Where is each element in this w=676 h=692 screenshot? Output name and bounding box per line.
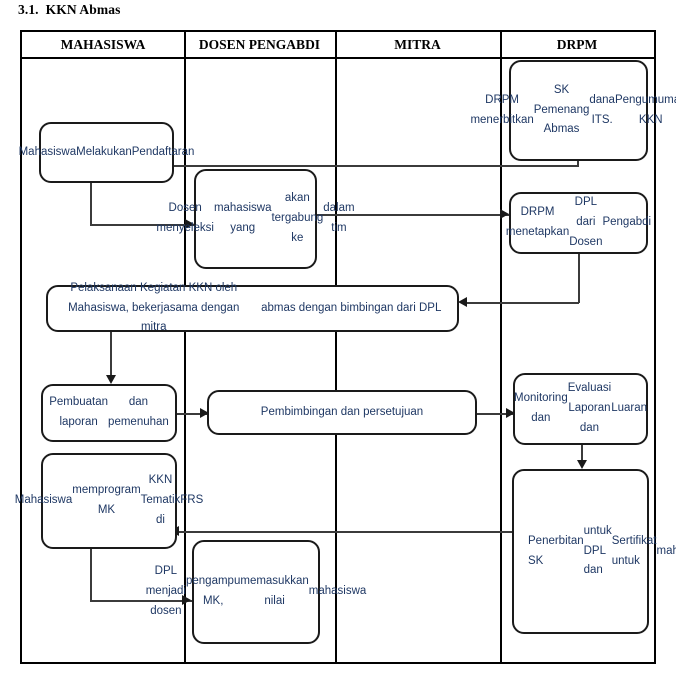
- arrowhead-into-dosen-seleksi: [185, 219, 194, 229]
- node-drpm-menerbitkan-sk-line-1: DRPM menerbitkan: [470, 93, 534, 126]
- node-penerbitan-line-2: untuk DPL dan: [583, 524, 612, 577]
- node-dpl-pengampu-nilai[interactable]: DPL menjadi dosen pengampu MK, memasukka…: [146, 540, 366, 644]
- connector-penerbitan-to-frs: [177, 531, 532, 533]
- connector-drpm-dpl-to-pelaksanaan: [466, 302, 579, 304]
- column-header-mahasiswa: MAHASISWA: [60, 36, 146, 52]
- node-dpl-nilai-line-3: memasukkan nilai: [240, 575, 309, 607]
- connector-drpm-dpl-down: [578, 254, 580, 303]
- connector-dosen-to-drpm: [317, 214, 509, 216]
- arrowhead-into-monitoring: [506, 408, 515, 418]
- connector-frs-down: [90, 548, 92, 601]
- node-drpm-menetapkan-dpl-line-1: DRPM menetapkan: [505, 206, 570, 238]
- connector-drpm-sk-down: [577, 160, 579, 167]
- connector-drpm-sk-to-mahasiswa: [118, 165, 578, 167]
- node-pelaksanaan-line-1: Pelaksanaan Kegiatan KKN oleh Mahasiswa,…: [68, 281, 240, 334]
- arrowhead-into-pembimbingan: [200, 408, 209, 418]
- node-penerbitan-sk-sertifikat[interactable]: Penerbitan SK untuk DPL dan Sertifikat u…: [512, 469, 676, 634]
- arrowhead-into-laporan: [106, 375, 116, 384]
- node-monitoring-line-2: Evaluasi Laporan dan: [567, 382, 612, 434]
- column-header-mitra: MITRA: [394, 36, 441, 52]
- connector-frs-to-dpl-nilai: [90, 600, 192, 602]
- node-mahasiswa-melakukan-pendaftaran[interactable]: Mahasiswa Melakukan Pendaftaran: [19, 122, 194, 183]
- node-monitoring-line-3: Luaran: [611, 402, 647, 415]
- lane-divider-3: [500, 32, 502, 662]
- column-header-drpm: DRPM: [556, 36, 598, 52]
- swimlane-table-frame: MAHASISWA DOSEN PENGABDI MITRA DRPM: [15, 30, 676, 664]
- node-dosen-menyeleksi-line-4: dalam tim: [323, 202, 355, 234]
- node-monitoring-evaluasi[interactable]: Monitoring dan Evaluasi Laporan dan Luar…: [513, 373, 648, 445]
- node-drpm-menetapkan-dpl[interactable]: DRPM menetapkan DPL dari Dosen Pengabdi: [505, 192, 652, 254]
- arrowhead-into-pelaksanaan: [458, 297, 467, 307]
- node-drpm-menerbitkan-sk[interactable]: DRPM menerbitkan SK Pemenang Abmas dana …: [470, 60, 676, 161]
- node-dpl-nilai-line-2: pengampu MK,: [186, 575, 241, 607]
- connector-mahasiswa-to-dosen: [90, 224, 194, 226]
- node-dosen-menyeleksi-mahasiswa[interactable]: Dosen menyeleksi mahasiswa yang akan ter…: [156, 169, 355, 269]
- node-pelaksanaan-line-2: abmas dengan bimbingan dari DPL: [261, 301, 442, 314]
- node-pembuatan-laporan-line-2: dan pemenuhan: [108, 396, 169, 428]
- node-penerbitan-line-1: Penerbitan SK: [528, 534, 584, 567]
- node-frs-line-3: KKN Tematik di: [140, 474, 181, 526]
- connector-monitoring-down: [581, 444, 583, 464]
- node-frs-line-4: FRS: [180, 494, 204, 507]
- node-dpl-nilai-line-1: DPL menjadi dosen: [145, 565, 186, 617]
- node-frs-line-1: Mahasiswa: [14, 494, 73, 507]
- node-pelaksanaan-kegiatan-kkn[interactable]: Pelaksanaan Kegiatan KKN oleh Mahasiswa,…: [46, 282, 459, 333]
- connector-laporan-to-pembimbingan: [177, 413, 207, 415]
- connector-pelaksanaan-down: [110, 332, 112, 377]
- node-drpm-menetapkan-dpl-line-3: Pengabdi: [602, 216, 652, 229]
- connector-mahasiswa-down: [90, 182, 92, 225]
- swimlane-header-row: MAHASISWA DOSEN PENGABDI MITRA DRPM: [22, 32, 654, 59]
- node-dosen-menyeleksi-line-1: Dosen menyeleksi: [156, 202, 214, 234]
- lane-divider-2: [335, 32, 337, 662]
- node-mahasiswa-memprogram-mk-frs[interactable]: Mahasiswa memprogram MK KKN Tematik di F…: [15, 453, 203, 549]
- node-dosen-menyeleksi-line-2: mahasiswa yang: [213, 202, 272, 234]
- section-number: 3.1.: [18, 2, 39, 17]
- node-penerbitan-line-3: Sertifikat untuk: [611, 534, 657, 567]
- node-drpm-menetapkan-dpl-line-2: DPL dari Dosen: [569, 196, 603, 248]
- column-header-dosen-pengabdi: DOSEN PENGABDI: [198, 36, 321, 52]
- node-penerbitan-line-4: mahasiswa.: [656, 544, 676, 557]
- node-pembuatan-laporan[interactable]: Pembuatan laporan dan pemenuhan: [41, 384, 177, 442]
- section-heading: 3.1. KKN Abmas: [18, 2, 120, 18]
- node-drpm-menerbitkan-sk-line-3: dana ITS.: [589, 93, 615, 126]
- node-drpm-menerbitkan-sk-line-2: SK Pemenang Abmas: [533, 83, 590, 136]
- node-pembimbingan-persetujuan[interactable]: Pembimbingan dan persetujuan: [207, 390, 477, 435]
- node-dosen-menyeleksi-line-3: akan tergabung ke: [271, 192, 324, 244]
- node-mahasiswa-melakukan-pendaftaran-line-2: Melakukan: [76, 145, 132, 158]
- node-monitoring-line-1: Monitoring dan: [514, 392, 568, 424]
- node-pembimbingan-line-1: Pembimbingan dan persetujuan: [260, 405, 424, 418]
- node-pembuatan-laporan-line-1: Pembuatan laporan: [49, 396, 109, 428]
- node-drpm-menerbitkan-sk-line-4: Pengumuman KKN: [614, 93, 676, 126]
- node-dpl-nilai-line-4: mahasiswa: [308, 585, 367, 598]
- lane-divider-1: [184, 32, 186, 662]
- arrowhead-into-drpm-dpl: [500, 209, 509, 219]
- node-mahasiswa-melakukan-pendaftaran-line-1: Mahasiswa: [18, 145, 77, 158]
- node-mahasiswa-melakukan-pendaftaran-line-3: Pendaftaran: [131, 145, 195, 158]
- arrowhead-into-penerbitan: [577, 460, 587, 469]
- arrowhead-into-dpl-nilai: [182, 595, 191, 605]
- section-title-text: KKN Abmas: [45, 2, 121, 17]
- node-frs-line-2: memprogram MK: [72, 484, 141, 516]
- connector-pembimbingan-to-monitoring: [477, 413, 513, 415]
